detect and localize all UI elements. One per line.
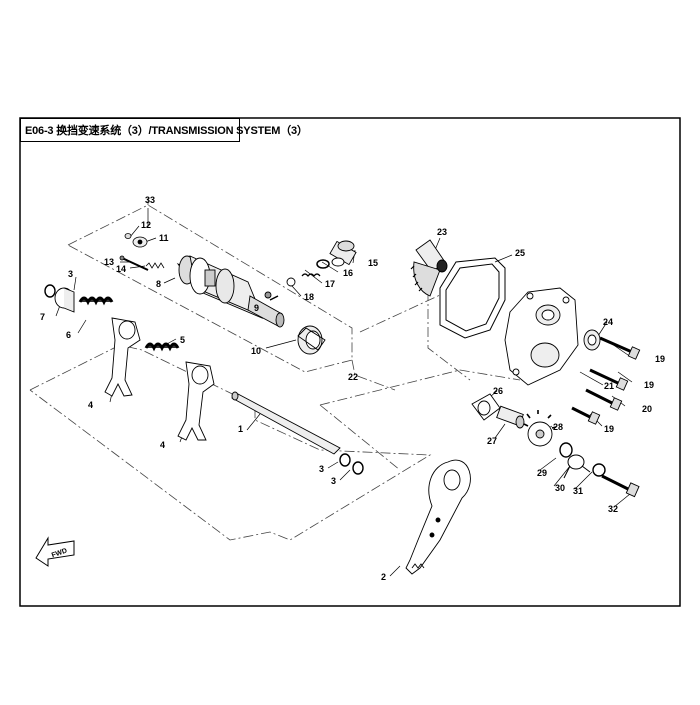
callout-8: 8: [156, 279, 161, 289]
callout-33: 33: [145, 195, 155, 205]
ball-18: [286, 277, 296, 287]
circlips-3: [44, 284, 364, 475]
bolts-19-20: [571, 336, 641, 425]
spring-5: [144, 342, 180, 352]
callout-4-right: 4: [160, 440, 165, 450]
callout-10: 10: [251, 346, 261, 356]
bearing-10: [297, 325, 326, 355]
shift-fork-4-left: [104, 317, 141, 397]
spring-6: [78, 296, 114, 306]
callout-3-mid: 3: [319, 464, 324, 474]
callout-24: 24: [603, 317, 613, 327]
callout-labels: 33 12 11 13 14 8 9 10 15 16 17 18 3 7 6 …: [40, 195, 665, 582]
shift-drum: [176, 255, 285, 328]
callout-5: 5: [180, 335, 185, 345]
gasket-25: [439, 257, 506, 339]
callout-23: 23: [437, 227, 447, 237]
callout-22: 22: [348, 372, 358, 382]
callout-12: 12: [141, 220, 151, 230]
fwd-arrow-icon: FWD: [35, 536, 75, 567]
callout-3-low: 3: [331, 476, 336, 486]
page-title: E06-3 换挡变速系统（3）/TRANSMISSION SYSTEM（3）: [25, 125, 308, 137]
title-box: E06-3 换挡变速系统（3）/TRANSMISSION SYSTEM（3）: [20, 118, 308, 142]
callout-21: 21: [604, 381, 614, 391]
callout-31: 31: [573, 486, 583, 496]
callout-19-top: 19: [655, 354, 665, 364]
callout-13: 13: [104, 257, 114, 267]
gear-segment-28: [523, 410, 557, 447]
shift-fork-4-right: [177, 361, 215, 441]
callout-1: 1: [238, 424, 243, 434]
callout-15: 15: [368, 258, 378, 268]
assembly-boundaries: [29, 198, 521, 541]
callout-11: 11: [159, 233, 169, 243]
spring-30: [563, 454, 591, 479]
callout-28: 28: [553, 422, 563, 432]
callout-19-low: 19: [604, 424, 614, 434]
callout-2: 2: [381, 572, 386, 582]
stopper-26: [471, 393, 501, 421]
collar-7: [54, 287, 75, 313]
pin-9: [269, 295, 279, 301]
callout-16: 16: [343, 268, 353, 278]
callout-6: 6: [66, 330, 71, 340]
callout-19-mid: 19: [644, 380, 654, 390]
bolt-32: [601, 474, 640, 498]
gear-shaft-23: [410, 239, 448, 297]
callout-3-top: 3: [68, 269, 73, 279]
callout-29: 29: [537, 468, 547, 478]
callout-17: 17: [325, 279, 335, 289]
shift-arm-2: [405, 459, 471, 575]
callout-4-left: 4: [88, 400, 93, 410]
callout-32: 32: [608, 504, 618, 514]
callout-7: 7: [40, 312, 45, 322]
washer-31: [592, 463, 606, 477]
callout-18: 18: [304, 292, 314, 302]
o-ring-16: [316, 259, 330, 269]
sheet-border: [19, 117, 681, 607]
spring-17: [301, 273, 321, 277]
plug-15: [329, 240, 357, 267]
cover-21: [504, 287, 579, 386]
collar-27: [496, 405, 525, 429]
washer-29: [559, 442, 573, 458]
callout-26: 26: [493, 386, 503, 396]
callout-27: 27: [487, 436, 497, 446]
callout-30: 30: [555, 483, 565, 493]
callout-25: 25: [515, 248, 525, 258]
fork-shaft-1: [231, 391, 341, 455]
drum-small-parts: [119, 233, 165, 271]
oil-seal-24: [583, 329, 601, 351]
callout-20: 20: [642, 404, 652, 414]
callout-9: 9: [254, 303, 259, 313]
callout-14: 14: [116, 264, 126, 274]
